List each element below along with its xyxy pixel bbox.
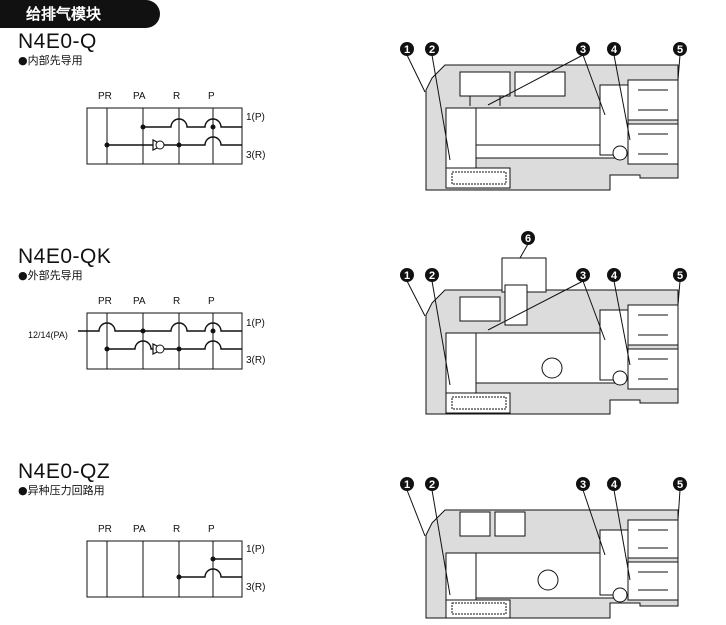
callout-badge: 2 [429,270,435,282]
callout-badge: 4 [611,270,618,282]
model-title-qz: N4E0-QZ [18,460,111,483]
callout-badge: 3 [580,44,586,56]
port-label: P [208,524,215,535]
port-label: R [173,296,180,307]
callout-badge: 4 [611,44,618,56]
external-pilot-label: 12/14(PA) [28,330,68,340]
callout-badge: 3 [580,479,586,491]
port-label: P [208,91,215,102]
section-tag: 给排气模块 [0,0,160,28]
callout-badge: 3 [580,270,586,282]
port-label: PR [98,91,112,102]
callout-badge: 5 [677,479,683,491]
port-label: PR [98,296,112,307]
line-label: 3(R) [246,355,265,366]
line-label: 1(P) [246,544,265,555]
port-label: PR [98,524,112,535]
callout-badge: 6 [525,233,531,245]
model-subtitle-q: ●内部先导用 [18,54,83,67]
symbol-qk: PR PA R P 12/14(PA) 1(P) 3(R) [28,296,265,370]
model-subtitle-qk: ●外部先导用 [18,269,83,282]
line-label: 1(P) [246,318,265,329]
line-label: 1(P) [246,112,265,123]
port-label: R [173,524,180,535]
port-label: R [173,91,180,102]
callout-badge: 5 [677,270,683,282]
cross-section-qk: 6 1 2 3 4 5 [400,231,687,415]
callout-badge: 4 [611,479,618,491]
cross-section-q: 1 2 3 4 5 [400,42,687,191]
line-label: 3(R) [246,150,265,161]
model-title-q: N4E0-Q [18,30,97,53]
port-label: P [208,296,215,307]
symbol-q: PR PA R P 1(P) 3(R) [86,91,265,165]
model-title-qk: N4E0-QK [18,245,112,268]
line-label: 3(R) [246,582,265,593]
symbol-qz: PR PA R P 1(P) 3(R) [86,524,265,598]
port-label: PA [133,91,146,102]
callout-badge: 1 [404,44,410,56]
model-subtitle-qz: ●异种压力回路用 [18,484,105,497]
port-label: PA [133,524,146,535]
callout-badge: 1 [404,479,410,491]
port-label: PA [133,296,146,307]
callout-badge: 5 [677,44,683,56]
cross-section-qz: 1 2 3 4 5 [400,477,687,619]
callout-badge: 2 [429,44,435,56]
callout-badge: 2 [429,479,435,491]
callout-badge: 1 [404,270,410,282]
